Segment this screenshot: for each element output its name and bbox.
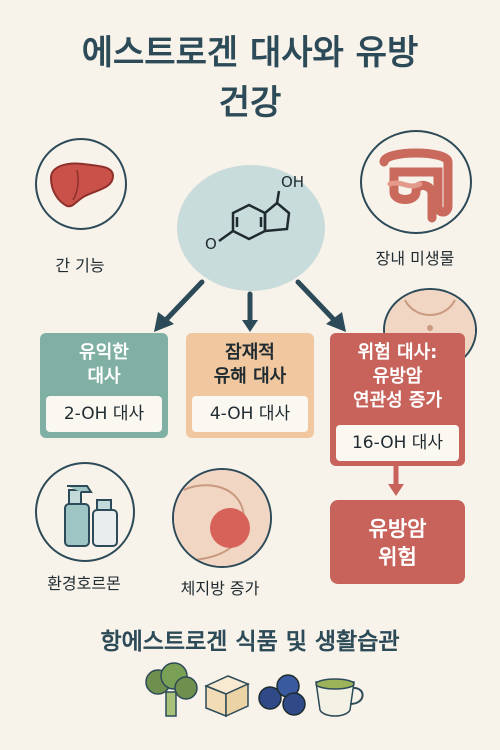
page-title: 에스트로겐 대사와 유방 <box>81 33 419 73</box>
blueberries-icon <box>258 674 306 716</box>
cancer-line2: 위험 <box>378 545 417 569</box>
flow-arrows <box>154 279 346 332</box>
green-tea-icon <box>315 678 364 717</box>
beneficial-head1: 유익한 <box>79 342 129 363</box>
liver-label: 간 기능 <box>55 256 105 275</box>
risk-sub: 16-OH 대사 <box>336 425 459 461</box>
oh-label: OH <box>281 173 304 191</box>
risk-head2: 유방암 <box>372 366 423 387</box>
harmful-sub: 4-OH 대사 <box>192 396 308 432</box>
o-label: O <box>205 235 217 253</box>
harmful-metabolism-box: 잠재적 유해 대사 4-OH 대사 <box>186 333 314 438</box>
harmful-head2: 유해 대사 <box>213 366 287 387</box>
gut-label: 장내 미생물 <box>375 249 455 268</box>
page-title-line2: 건강 <box>218 83 282 123</box>
env-label: 환경호르몬 <box>47 574 121 593</box>
bottom-title: 항에스트로겐 식품 및 생활습관 <box>100 629 400 655</box>
food-icons <box>145 662 364 718</box>
risk-metabolism-box: 위험 대사: 유방암 연관성 증가 16-OH 대사 <box>330 333 465 466</box>
harmful-head1: 잠재적 <box>225 342 275 363</box>
spray-bottle-icon <box>35 462 135 562</box>
liver-icon <box>35 138 127 230</box>
tofu-icon <box>204 675 250 718</box>
broccoli-icon <box>145 662 198 717</box>
breast-cancer-risk-box: 유방암 위험 <box>330 500 465 584</box>
intestine-icon <box>360 130 472 234</box>
down-arrow-icon <box>388 466 404 496</box>
cancer-line1: 유방암 <box>368 517 427 541</box>
estrogen-molecule-icon: OH O <box>177 165 325 291</box>
body-fat-icon <box>172 468 272 568</box>
fat-label: 체지방 증가 <box>180 579 260 598</box>
risk-head1: 위험 대사: <box>357 342 438 363</box>
beneficial-metabolism-box: 유익한 대사 2-OH 대사 <box>40 333 168 438</box>
beneficial-head2: 대사 <box>87 366 121 387</box>
risk-head3: 연관성 증가 <box>352 390 443 411</box>
beneficial-sub: 2-OH 대사 <box>46 396 162 432</box>
